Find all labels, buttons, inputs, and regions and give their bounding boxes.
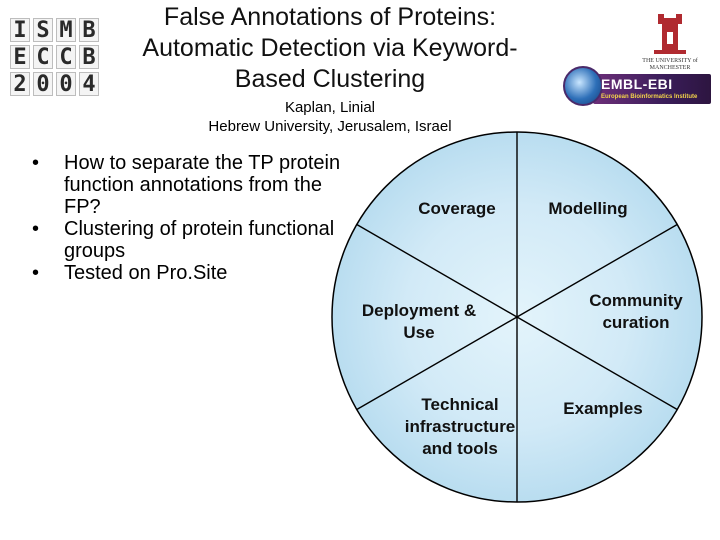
bullet-text: Clustering of protein functional groups: [64, 218, 335, 262]
globe-icon: [563, 66, 603, 106]
logo-glyph: C: [56, 45, 76, 70]
logo-glyph: E: [10, 45, 30, 70]
crest-icon: [654, 14, 686, 54]
wheel-spoke: [516, 223, 678, 318]
slide-title: False Annotations of Proteins: Automatic…: [142, 3, 518, 93]
bullet-item: • Clustering of protein functional groups: [30, 218, 350, 262]
logo-glyph: M: [56, 18, 76, 43]
logo-glyph: B: [79, 45, 99, 70]
wheel-spoke: [516, 316, 678, 411]
bullet-item: • Tested on Pro.Site: [30, 262, 350, 284]
university-of-manchester-logo: THE UNIVERSITY of MANCHESTER: [640, 12, 700, 84]
bullet-dot-icon: •: [32, 218, 40, 240]
logo-glyph: I: [10, 18, 30, 43]
bullet-text: How to separate the TP protein function …: [64, 152, 341, 218]
logo-glyph: C: [33, 45, 53, 70]
segment-community-curation: Community curation: [589, 291, 683, 332]
logo-glyph: 4: [79, 72, 99, 97]
bullet-text: Tested on Pro.Site: [64, 262, 228, 284]
bullet-dot-icon: •: [32, 152, 40, 174]
segment-examples: Examples: [563, 399, 643, 418]
logo-glyph: B: [79, 18, 99, 43]
slide-affiliation: Hebrew University, Jerusalem, Israel: [208, 118, 452, 135]
segment-wheel: Coverage Modelling Community curation Ex…: [330, 130, 704, 504]
embl-ebi-subtitle: European Bioinformatics Institute: [601, 94, 698, 100]
bullet-list: • How to separate the TP protein function…: [30, 152, 350, 284]
logo-glyph: 2: [10, 72, 30, 97]
embl-ebi-logo: EMBL-EBI European Bioinformatics Institu…: [563, 66, 713, 106]
segment-deployment-use: Deployment & Use: [361, 301, 477, 342]
wheel-graphic: [331, 131, 703, 503]
embl-ebi-banner: [593, 74, 711, 104]
slide-authors: Kaplan, Linial: [284, 99, 376, 116]
logo-glyph: 0: [33, 72, 53, 97]
logo-glyph: 0: [56, 72, 76, 97]
segment-coverage: Coverage: [418, 199, 496, 218]
wheel-spoke: [356, 223, 518, 318]
segment-modelling: Modelling: [548, 199, 628, 218]
manchester-wordmark: THE UNIVERSITY of MANCHESTER: [642, 58, 698, 71]
logo-glyph: S: [33, 18, 53, 43]
segment-technical-infrastructure: Technical infrastructure and tools: [404, 395, 516, 458]
bullet-dot-icon: •: [32, 262, 40, 284]
wheel-spoke: [356, 316, 518, 411]
embl-ebi-name: EMBL-EBI: [601, 76, 673, 92]
bullet-item: • How to separate the TP protein function…: [30, 152, 350, 218]
